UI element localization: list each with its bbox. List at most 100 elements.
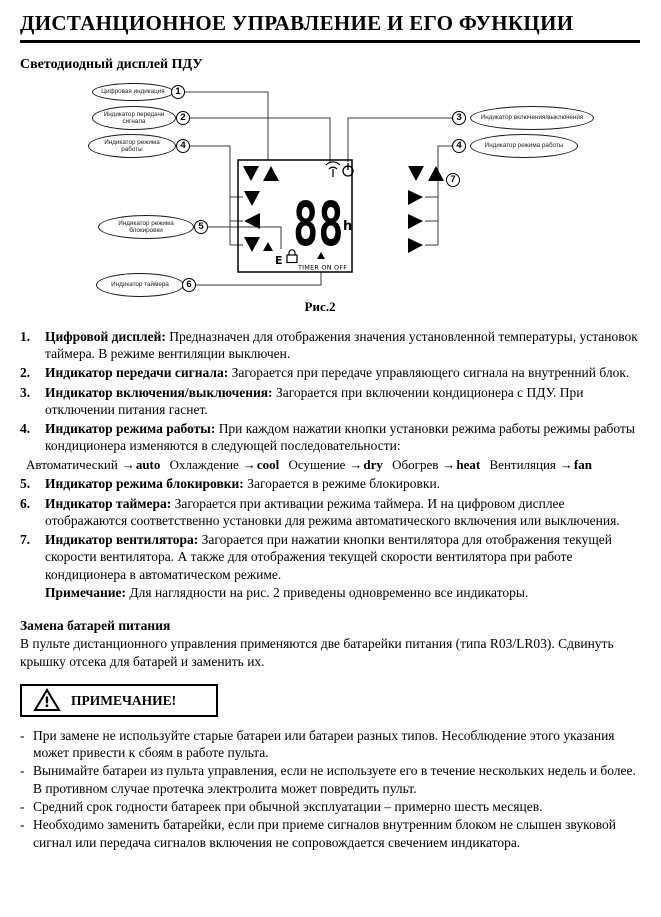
list-item: 6. Индикатор таймера: Загорается при акт… — [20, 495, 640, 530]
lcd-outline — [237, 159, 353, 273]
list-item: 5. Индикатор режима блокировки: Загорает… — [20, 475, 640, 492]
bullet-text: При замене не используйте старые батареи… — [33, 727, 615, 761]
mode-code: cool — [256, 456, 280, 472]
item-term: Индикатор режима блокировки: — [45, 476, 244, 492]
bullet-item: - Необходимо заменить батарейки, если пр… — [20, 816, 640, 851]
item-description: Загорается при передаче управляющего сиг… — [228, 365, 630, 381]
callout-digital-display: Цифровая индикация — [92, 82, 174, 101]
callout-number-2: 2 — [176, 110, 190, 125]
mode-name: Охлаждение — [169, 456, 239, 472]
mode-code: auto — [135, 456, 161, 472]
arrow-icon: → — [349, 456, 363, 472]
mode-code: dry — [363, 456, 383, 472]
indicator-list: 1. Цифровой дисплей: Предназначен для от… — [20, 328, 640, 601]
hours-label: h — [343, 219, 352, 234]
signal-icon — [325, 161, 341, 177]
callout-number-5: 5 — [194, 219, 208, 234]
mode-name: Автоматический — [26, 456, 118, 472]
bullet-dash: - — [20, 798, 25, 814]
callout-power-indicator: Индикатор включения/выключения — [470, 105, 594, 130]
battery-section-text: В пульте дистанционного управления приме… — [20, 636, 614, 669]
callout-signal-indicator: Индикатор передачи сигнала — [92, 105, 176, 130]
callout-number-1: 1 — [171, 84, 185, 99]
list-item: 7. Индикатор вентилятора: Загорается при… — [20, 531, 640, 601]
list-item: 3. Индикатор включения/выключения: Загор… — [20, 384, 640, 419]
mode-name: Вентиляция — [489, 456, 556, 472]
bullet-extra-text: В противном случае протечка электролита … — [33, 780, 417, 796]
callout-lock-indicator: Индикатор режима блокировки — [98, 214, 194, 239]
list-item: 1. Цифровой дисплей: Предназначен для от… — [20, 328, 640, 363]
note-text: Для наглядности на рис. 2 приведены одно… — [126, 584, 529, 600]
item-number: 2. — [20, 365, 31, 381]
mode-code: fan — [573, 456, 592, 472]
arrow-icon: → — [559, 456, 573, 472]
item-number: 7. — [20, 532, 31, 548]
figure-caption: Рис.2 — [304, 298, 336, 314]
svg-text:!: ! — [44, 695, 50, 711]
remote-display-figure: 88 h E TIMER ON OFF Цифровая индикация — [0, 78, 661, 322]
bullet-dash: - — [20, 817, 25, 833]
arrow-icon: → — [121, 456, 135, 472]
item-number: 3. — [20, 384, 31, 400]
bullet-item: - При замене не используйте старые батар… — [20, 727, 640, 762]
callout-number-6: 6 — [182, 277, 196, 292]
item-number: 6. — [20, 495, 31, 511]
callout-lines — [185, 91, 452, 286]
list-item: 2. Индикатор передачи сигнала: Загораетс… — [20, 364, 640, 381]
battery-section-heading: Замена батарей питания — [20, 618, 171, 634]
item-description: Загорается в режиме блокировки. — [243, 476, 441, 492]
item-description: Предназначен для отображения значения ус… — [45, 328, 638, 362]
power-icon — [342, 162, 354, 177]
remote-display-drawing: 88 h E TIMER ON OFF — [185, 91, 452, 286]
mode-name: Обогрев — [392, 456, 439, 472]
lock-icon — [286, 249, 298, 263]
bullet-item: - Средний срок годности батареек при обы… — [20, 798, 640, 815]
callout-mode-indicator-left: Индикатор режима работы — [88, 133, 176, 158]
digit-display: 88 — [293, 189, 344, 260]
mode-sequence: Автоматический→auto Охлаждение→cool Осуш… — [26, 457, 640, 474]
callout-number-7: 7 — [446, 172, 460, 187]
item-description: Загорается при нажатии кнопки вентилятор… — [45, 532, 612, 582]
item-description: При каждом нажатии кнопки установки режи… — [45, 421, 635, 454]
callout-timer-indicator: Индикатор таймера — [96, 272, 184, 297]
note-label: Примечание: — [45, 584, 127, 600]
bullet-text: Необходимо заменить батарейки, если при … — [33, 817, 616, 850]
arrow-icon: → — [242, 456, 256, 472]
mode-triangles-left — [243, 165, 279, 252]
item-number: 5. — [20, 476, 31, 492]
item-term: Индикатор передачи сигнала: — [45, 365, 229, 381]
timer-marker-icon — [317, 251, 325, 259]
callout-number-4-left: 4 — [176, 138, 190, 153]
mode-code: heat — [456, 456, 481, 472]
timer-label: TIMER ON OFF — [297, 263, 347, 271]
item-number: 4. — [20, 421, 31, 437]
bullet-text: Средний срок годности батареек при обычн… — [33, 798, 543, 814]
svg-text:88: 88 — [293, 189, 344, 260]
fan-mode-triangles-right — [408, 165, 444, 253]
item-number: 1. — [20, 328, 31, 344]
item-term: Цифровой дисплей: — [45, 328, 166, 344]
item-description: Загорается при активации режима таймера.… — [45, 495, 620, 528]
bullet-item: - Вынимайте батареи из пульта управления… — [20, 762, 640, 797]
item-term: Индикатор режима работы: — [45, 421, 216, 437]
lock-letter: E — [275, 254, 283, 267]
warning-triangle-icon: ! — [33, 688, 61, 712]
bullet-text: Вынимайте батареи из пульта управления, … — [33, 763, 636, 779]
warning-box: ! ПРИМЕЧАНИЕ! — [20, 683, 218, 717]
callout-mode-indicator-right: Индикатор режима работы — [470, 133, 578, 158]
warning-title: ПРИМЕЧАНИЕ! — [71, 692, 177, 708]
item-term: Индикатор таймера: — [45, 495, 172, 511]
item-term: Индикатор включения/выключения: — [45, 384, 273, 400]
item-term: Индикатор вентилятора: — [45, 532, 199, 548]
arrow-icon: → — [442, 456, 456, 472]
bullet-dash: - — [20, 763, 25, 779]
figure-note: Примечание: Для наглядности на рис. 2 пр… — [45, 584, 640, 601]
warning-bullet-list: - При замене не используйте старые батар… — [20, 727, 640, 851]
list-item: 4. Индикатор режима работы: При каждом н… — [20, 420, 640, 455]
item-description: Загорается при включении кондиционера с … — [45, 384, 584, 417]
section-subtitle: Светодиодный дисплей ПДУ — [20, 56, 203, 72]
page-title: ДИСТАНЦИОННОЕ УПРАВЛЕНИЕ И ЕГО ФУНКЦИИ — [20, 10, 640, 43]
mode-name: Осушение — [288, 456, 346, 472]
callout-number-4-right: 4 — [452, 138, 466, 153]
